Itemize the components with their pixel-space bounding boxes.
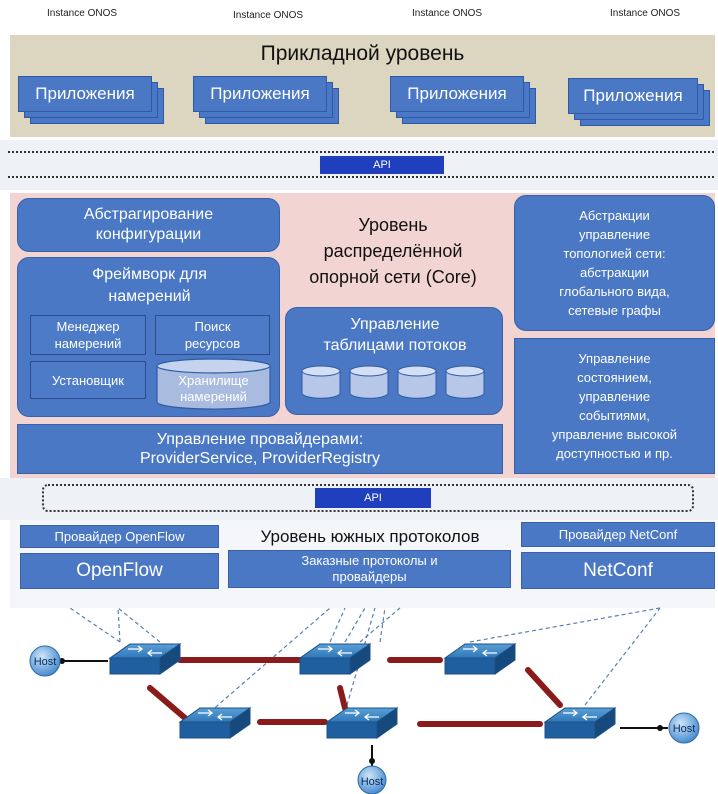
switch-2 (299, 643, 371, 675)
host-label-2: Host (361, 776, 384, 788)
app-label: Приложения (390, 76, 524, 112)
api-bottom-box: API (315, 488, 431, 508)
application-layer-title: Прикладной уровень (260, 42, 465, 65)
topology-line-2: управление (578, 227, 651, 242)
host-link-dot-1 (59, 658, 65, 664)
host-2 (357, 765, 387, 794)
switch-5 (326, 707, 398, 739)
host-label-1: Host (34, 656, 57, 668)
api-top-box: API (320, 156, 444, 174)
app-stack-4[interactable]: Приложения (568, 78, 713, 128)
flow-table-cylinder-3 (397, 365, 437, 399)
core-title-line-3: опорной сети (Core) (309, 267, 477, 287)
topology-line-6: сетевые графы (568, 303, 661, 318)
app-stack-3[interactable]: Приложения (390, 76, 540, 126)
switch-1 (109, 643, 181, 675)
flow-tables-line-2: таблицами потоков (323, 337, 467, 354)
installer-box[interactable]: Установщик (30, 361, 146, 399)
state-line-3: управление (578, 389, 651, 404)
intent-store-label: Хранилище намерений (155, 371, 272, 407)
api-dotted-frame (42, 484, 694, 512)
switch-6 (544, 707, 616, 739)
openflow-provider-box[interactable]: Провайдер OpenFlow (20, 525, 219, 548)
flow-tables-title: Управление таблицами потоков (286, 313, 504, 357)
custom-protocols-box[interactable]: Заказные протоколы и провайдеры (228, 550, 511, 588)
intent-framework-title-line-1: Фреймворк для (92, 266, 207, 283)
custom-protocols-line-1: Заказные протоколы и (301, 553, 438, 568)
app-label: Приложения (568, 78, 698, 114)
instance-label-3: Instance ONOS (412, 8, 483, 19)
resource-search-line-1: Поиск (194, 319, 231, 334)
resource-search-box[interactable]: Поиск ресурсов (155, 315, 270, 355)
config-abstraction-line-1: Абстрагирование (83, 206, 214, 223)
instance-label-2: Instance ONOS (233, 10, 304, 21)
state-line-1: Управление (578, 351, 651, 366)
flow-tables-box[interactable]: Управление таблицами потоков (285, 307, 503, 415)
custom-protocols-line-2: провайдеры (332, 569, 407, 584)
config-abstraction-line-2: конфигурации (95, 226, 202, 243)
state-line-2: состоянием, (577, 370, 652, 385)
state-line-6: доступностью и пр. (556, 446, 673, 461)
flow-table-cylinder-1 (301, 365, 341, 399)
host-label-3: Host (673, 723, 696, 735)
instance-label-4: Instance ONOS (610, 8, 681, 19)
intent-framework-box[interactable]: Фреймворк для намерений Менеджер намерен… (17, 257, 280, 417)
provider-management-line-1: Управление провайдерами: (156, 431, 364, 448)
intent-store-line-1: Хранилище (178, 373, 249, 388)
provider-management-box[interactable]: Управление провайдерами: ProviderService… (17, 424, 503, 474)
host-link-dot-2 (369, 758, 375, 764)
topology-line-1: Абстракции (579, 208, 650, 223)
flow-table-cylinder-4 (445, 365, 485, 399)
network-topology: Host Host Host (29, 607, 700, 794)
host-1 (29, 645, 61, 677)
app-stack-1[interactable]: Приложения (18, 76, 168, 126)
api-dotted-line-lower (8, 176, 714, 178)
core-layer-title: Уровень распределённой опорной сети (Cor… (283, 208, 503, 294)
switch-4 (179, 707, 251, 739)
topology-line-5: глобального вида, (559, 284, 670, 299)
state-line-5: управление высокой (551, 427, 678, 442)
config-abstraction-box[interactable]: Абстрагирование конфигурации (17, 198, 280, 252)
topology-abstraction-box[interactable]: Абстракции управление топологией сети: а… (514, 195, 715, 331)
intent-framework-title-line-2: намерений (108, 288, 191, 305)
flow-table-cylinder-2 (349, 365, 389, 399)
topology-line-4: абстракции (579, 265, 650, 280)
south-layer-title: Уровень южных протоколов (260, 527, 480, 546)
host-3 (668, 712, 700, 744)
network-links (147, 657, 563, 727)
flow-tables-line-1: Управление (350, 316, 440, 333)
flow-table-cylinders (301, 365, 485, 399)
intent-store-cylinder[interactable]: Хранилище намерений (155, 358, 272, 410)
state-line-4: событиями, (579, 408, 650, 423)
state-management-box[interactable]: Управление состоянием, управление событи… (514, 338, 715, 474)
topology-line-3: топологией сети: (563, 246, 666, 261)
netconf-box[interactable]: NetConf (521, 552, 715, 589)
app-stack-2[interactable]: Приложения (193, 76, 343, 126)
intent-store-line-2: намерений (180, 389, 247, 404)
intent-manager-box[interactable]: Менеджер намерений (30, 315, 146, 355)
core-title-line-1: Уровень (358, 215, 428, 235)
app-label: Приложения (193, 76, 327, 112)
core-title-line-2: распределённой (323, 241, 463, 261)
intent-manager-line-1: Менеджер (56, 319, 120, 334)
host-link-dot-3 (657, 725, 663, 731)
intent-store-cylinder-shape (156, 358, 271, 410)
app-label: Приложения (18, 76, 152, 112)
instance-label-1: Instance ONOS (47, 8, 118, 19)
provider-management-line-2: ProviderService, ProviderRegistry (139, 450, 381, 467)
netconf-provider-box[interactable]: Провайдер NetConf (521, 522, 715, 547)
api-dotted-line-upper (8, 151, 714, 153)
intent-framework-title: Фреймворк для намерений (18, 263, 281, 309)
switch-3 (444, 643, 516, 675)
intent-manager-line-2: намерений (54, 336, 122, 351)
openflow-box[interactable]: OpenFlow (20, 553, 219, 589)
resource-search-line-2: ресурсов (184, 336, 241, 351)
